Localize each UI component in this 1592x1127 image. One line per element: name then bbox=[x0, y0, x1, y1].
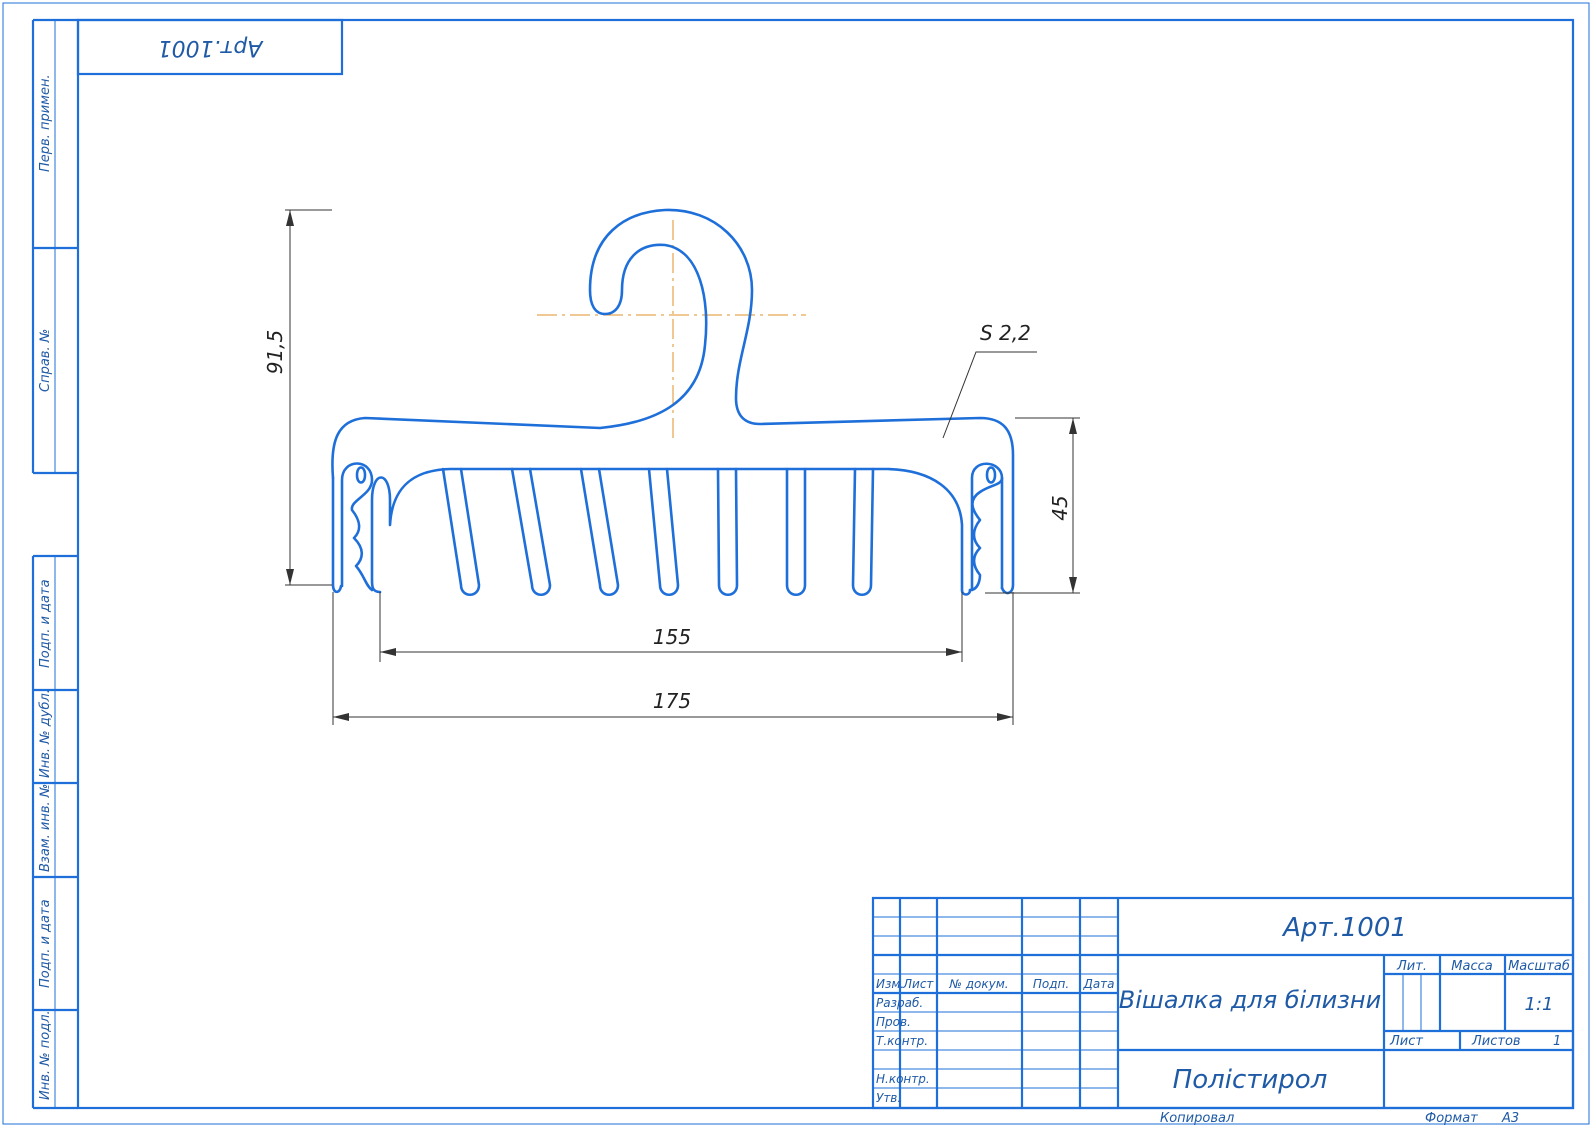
dim-height-total: 91,5 bbox=[263, 330, 287, 375]
tb-material: Полістирол bbox=[1173, 1065, 1328, 1095]
tb-list: Лист bbox=[1389, 1034, 1423, 1049]
footer-format-value: А3 bbox=[1501, 1111, 1519, 1126]
label-vzam-inv: Взам. инв. № bbox=[38, 784, 53, 872]
footer-kopiroval: Копировал bbox=[1160, 1111, 1234, 1126]
comb-tooth bbox=[647, 467, 680, 597]
label-sprav-no: Справ. № bbox=[38, 329, 53, 392]
title-block: Изм. Лист № докум. Подп. Дата Разраб. Пр… bbox=[871, 896, 1575, 1110]
col-podp: Подп. bbox=[1033, 977, 1069, 991]
comb-tooth bbox=[441, 467, 481, 597]
left-margin-strip: Перв. примен. Справ. № Подп. и дата Инв.… bbox=[31, 18, 78, 1110]
col-data: Дата bbox=[1082, 977, 1114, 991]
comb-tooth bbox=[716, 467, 739, 597]
drawing-frame bbox=[76, 18, 1575, 1110]
tb-masshtab: Масштаб bbox=[1508, 959, 1570, 974]
label-podp-data-1: Подп. и дата bbox=[38, 579, 53, 668]
label-inv-dubl: Инв. № дубл. bbox=[38, 689, 53, 778]
dimensions: 91,5 45 155 175 S 2,2 bbox=[263, 209, 1080, 725]
col-izm: Изм. bbox=[876, 977, 904, 991]
comb-tooth bbox=[579, 467, 620, 597]
comb-tooth bbox=[510, 467, 552, 597]
article-stamp-text: Арт.1001 bbox=[158, 35, 265, 60]
dim-width-outer: 175 bbox=[653, 689, 691, 713]
tb-listov: Листов bbox=[1471, 1034, 1521, 1049]
row-nkontr: Н.контр. bbox=[876, 1072, 930, 1086]
row-utv: Утв. bbox=[876, 1091, 901, 1105]
dim-height-base: 45 bbox=[1048, 495, 1072, 520]
comb-teeth bbox=[441, 467, 875, 597]
article-stamp: Арт.1001 bbox=[76, 18, 344, 76]
tb-scale: 1:1 bbox=[1525, 994, 1554, 1015]
row-razrab: Разраб. bbox=[876, 996, 923, 1010]
tb-designation: Арт.1001 bbox=[1281, 913, 1407, 943]
dim-width-inner: 155 bbox=[653, 625, 691, 649]
row-prov: Пров. bbox=[876, 1015, 911, 1029]
comb-tooth bbox=[785, 467, 807, 597]
dim-thickness: S 2,2 bbox=[980, 321, 1031, 345]
hanger-part bbox=[331, 208, 1015, 596]
footer-format-label: Формат bbox=[1425, 1111, 1478, 1126]
col-list: Лист bbox=[902, 977, 934, 991]
tb-listov-value: 1 bbox=[1553, 1034, 1561, 1049]
comb-tooth bbox=[851, 467, 875, 597]
label-inv-podl: Инв. № подл. bbox=[38, 1010, 53, 1100]
tb-massa: Масса bbox=[1451, 959, 1492, 974]
col-doc: № докум. bbox=[948, 977, 1008, 991]
row-tkontr: Т.контр. bbox=[876, 1034, 928, 1048]
label-podp-data-2: Подп. и дата bbox=[38, 899, 53, 988]
tb-lit: Лит. bbox=[1396, 959, 1427, 974]
label-perv-primen: Перв. примен. bbox=[38, 74, 53, 172]
tb-name: Вішалка для білизни bbox=[1119, 986, 1381, 1014]
